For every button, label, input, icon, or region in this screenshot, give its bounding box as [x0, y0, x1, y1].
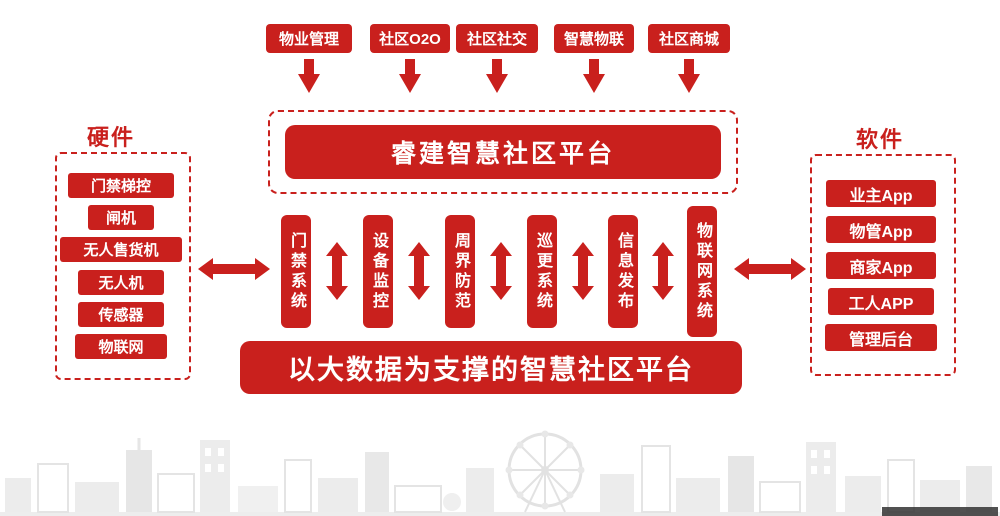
system-access-control: 门禁系统: [281, 215, 311, 328]
cropped-watermark: [882, 507, 998, 516]
down-arrow-icon: [582, 59, 606, 93]
hardware-item: 物联网: [75, 334, 167, 359]
double-arrow-vertical-icon: [650, 242, 676, 300]
system-device-monitor: 设备监控: [363, 215, 393, 328]
big-data-banner-title: 以大数据为支撑的智慧社区平台: [288, 355, 694, 385]
software-item: 工人APP: [828, 288, 934, 315]
system-info-publish: 信息发布: [608, 215, 638, 328]
top-module-property-mgmt: 物业管理: [266, 24, 352, 53]
down-arrow-icon: [398, 59, 422, 93]
platform-title-box: 睿建智慧社区平台: [285, 125, 721, 179]
platform-dashed-frame: 睿建智慧社区平台: [268, 110, 738, 194]
hardware-group-box: [55, 152, 191, 380]
software-section-title: 软件: [856, 127, 905, 152]
big-data-banner: 以大数据为支撑的智慧社区平台: [240, 341, 742, 394]
top-module-community-o2o: 社区O2O: [370, 24, 450, 53]
hardware-item: 传感器: [78, 302, 164, 327]
double-arrow-horizontal-icon: [734, 256, 806, 282]
hardware-item: 无人机: [78, 270, 164, 295]
double-arrow-vertical-icon: [406, 242, 432, 300]
software-group-box: [810, 154, 956, 376]
down-arrow-icon: [485, 59, 509, 93]
system-perimeter-guard: 周界防范: [445, 215, 475, 328]
system-iot-network: 物联网系统: [687, 206, 717, 337]
software-item: 管理后台: [825, 324, 937, 351]
top-module-smart-iot: 智慧物联: [554, 24, 634, 53]
hardware-section-title: 硬件: [87, 125, 136, 150]
double-arrow-vertical-icon: [488, 242, 514, 300]
hardware-item: 无人售货机: [60, 237, 182, 262]
down-arrow-icon: [297, 59, 321, 93]
hardware-item: 闸机: [88, 205, 154, 230]
system-patrol: 巡更系统: [527, 215, 557, 328]
software-item: 商家App: [826, 252, 936, 279]
top-module-community-social: 社区社交: [456, 24, 538, 53]
top-module-community-mall: 社区商城: [648, 24, 730, 53]
down-arrow-icon: [677, 59, 701, 93]
double-arrow-horizontal-icon: [198, 256, 270, 282]
hardware-item: 门禁梯控: [68, 173, 174, 198]
software-item: 业主App: [826, 180, 936, 207]
double-arrow-vertical-icon: [570, 242, 596, 300]
platform-title: 睿建智慧社区平台: [390, 140, 615, 168]
software-item: 物管App: [826, 216, 936, 243]
city-skyline: [0, 430, 1000, 516]
double-arrow-vertical-icon: [324, 242, 350, 300]
